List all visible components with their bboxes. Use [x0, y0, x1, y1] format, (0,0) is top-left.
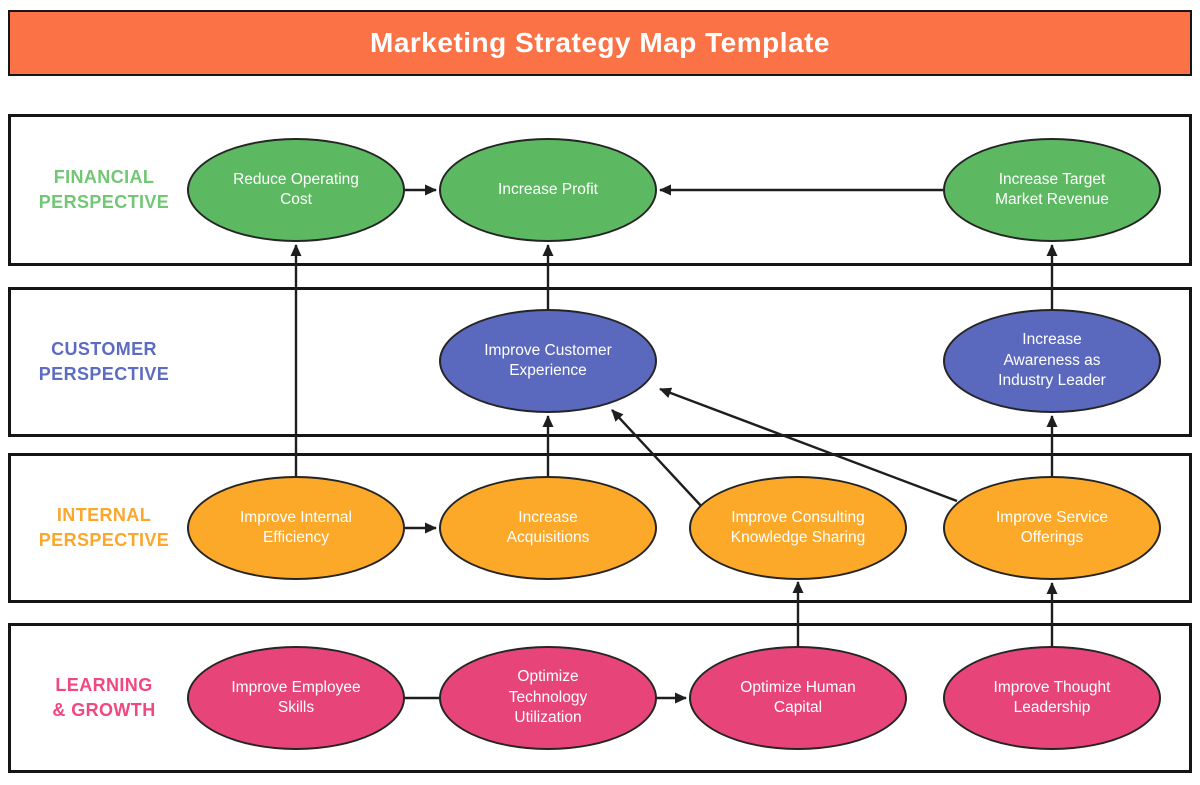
- page-title: Marketing Strategy Map Template: [370, 27, 830, 58]
- node-reduce-operating-cost[interactable]: Reduce Operating Cost: [187, 138, 405, 242]
- band-label-financial: FINANCIAL PERSPECTIVE: [38, 166, 170, 212]
- node-improve-thought-leadership[interactable]: Improve Thought Leadership: [943, 646, 1161, 750]
- edge-group: [290, 184, 1058, 704]
- node-increase-profit[interactable]: Increase Profit: [439, 138, 657, 242]
- node-increase-target-market-revenue[interactable]: Increase Target Market Revenue: [943, 138, 1161, 242]
- title-banner: Marketing Strategy Map Template: [8, 10, 1192, 76]
- band-label-internal: INTERNAL PERSPECTIVE: [38, 504, 170, 550]
- node-improve-employee-skills[interactable]: Improve Employee Skills: [187, 646, 405, 750]
- node-improve-consulting-knowledge-sharing[interactable]: Improve Consulting Knowledge Sharing: [689, 476, 907, 580]
- node-increase-awareness-industry-leader[interactable]: Increase Awareness as Industry Leader: [943, 309, 1161, 413]
- band-label-customer: CUSTOMER PERSPECTIVE: [38, 338, 170, 384]
- node-increase-acquisitions[interactable]: Increase Acquisitions: [439, 476, 657, 580]
- node-improve-customer-experience[interactable]: Improve Customer Experience: [439, 309, 657, 413]
- node-improve-service-offerings[interactable]: Improve Service Offerings: [943, 476, 1161, 580]
- band-label-learning: LEARNING & GROWTH: [52, 674, 156, 720]
- node-optimize-human-capital[interactable]: Optimize Human Capital: [689, 646, 907, 750]
- node-optimize-technology-utilization[interactable]: Optimize Technology Utilization: [439, 646, 657, 750]
- node-improve-internal-efficiency[interactable]: Improve Internal Efficiency: [187, 476, 405, 580]
